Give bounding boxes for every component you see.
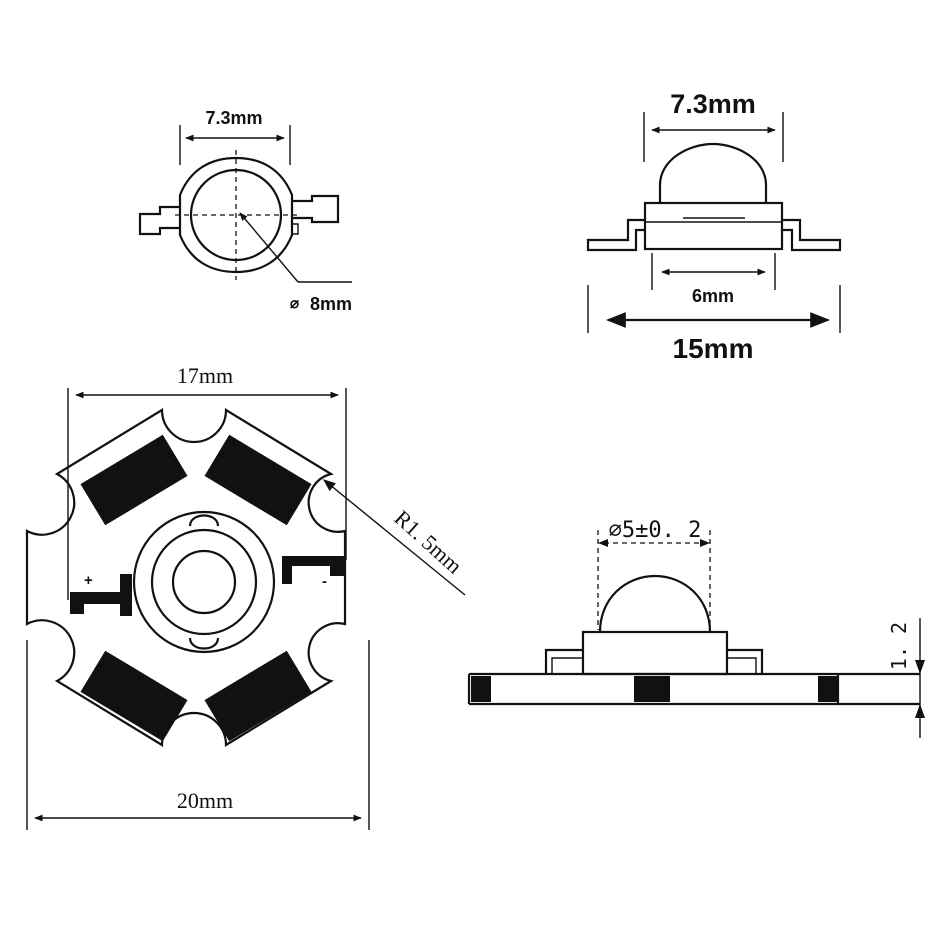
side-left-lead xyxy=(586,218,645,252)
star-top-label: 17mm xyxy=(177,363,233,388)
star-led-ring-inner xyxy=(150,528,258,636)
top-right-tab xyxy=(292,223,299,235)
side-total-label: 15mm xyxy=(673,333,754,364)
minus-sign: - xyxy=(322,573,327,590)
profile-diameter-label: ⌀5±0. 2 xyxy=(609,518,702,543)
radius-label: R1. 5mm xyxy=(390,505,468,578)
positive-pad xyxy=(70,574,132,616)
side-view: 7.3mm 6mm 15mm xyxy=(586,89,842,364)
star-led-bottom-tab xyxy=(188,637,220,650)
top-width-label: 7.3mm xyxy=(205,108,262,128)
profile-right-lead xyxy=(727,648,764,674)
star-bottom-label: 20mm xyxy=(177,788,233,813)
star-led-lens xyxy=(171,549,237,615)
top-left-lead xyxy=(138,205,180,236)
star-led-ring-outer xyxy=(132,510,276,654)
star-outline xyxy=(25,408,347,747)
top-view: 7.3mm ⌀ 8mm xyxy=(138,108,352,314)
pad-top-right xyxy=(204,434,312,526)
negative-pad xyxy=(282,556,344,584)
profile-body xyxy=(581,630,729,676)
board-left-block xyxy=(471,676,491,702)
top-diameter-label: 8mm xyxy=(310,294,352,314)
pad-top-left xyxy=(80,434,188,526)
profile-left-lead xyxy=(544,648,583,674)
pad-bottom-right xyxy=(204,650,312,742)
side-body xyxy=(643,201,784,251)
plus-sign: + xyxy=(84,572,93,589)
star-board-view: 17mm + - R1. 5mm 20mm xyxy=(25,363,468,830)
pad-bottom-left xyxy=(80,650,188,742)
top-body-outline xyxy=(178,156,294,274)
board-mid-block xyxy=(634,676,670,702)
side-dome xyxy=(658,142,768,203)
profile-view: ⌀5±0. 2 1. 2 xyxy=(467,518,925,738)
board-right-block xyxy=(818,676,838,702)
side-base-label: 6mm xyxy=(692,286,734,306)
diameter-symbol: ⌀ xyxy=(290,295,299,312)
side-right-lead xyxy=(782,218,842,252)
profile-thickness-label: 1. 2 xyxy=(887,622,911,670)
profile-dome xyxy=(598,574,712,633)
side-dome-label: 7.3mm xyxy=(670,89,756,119)
star-led-top-tab xyxy=(188,514,220,527)
top-right-lead xyxy=(292,194,340,224)
radius-leader xyxy=(323,479,466,596)
